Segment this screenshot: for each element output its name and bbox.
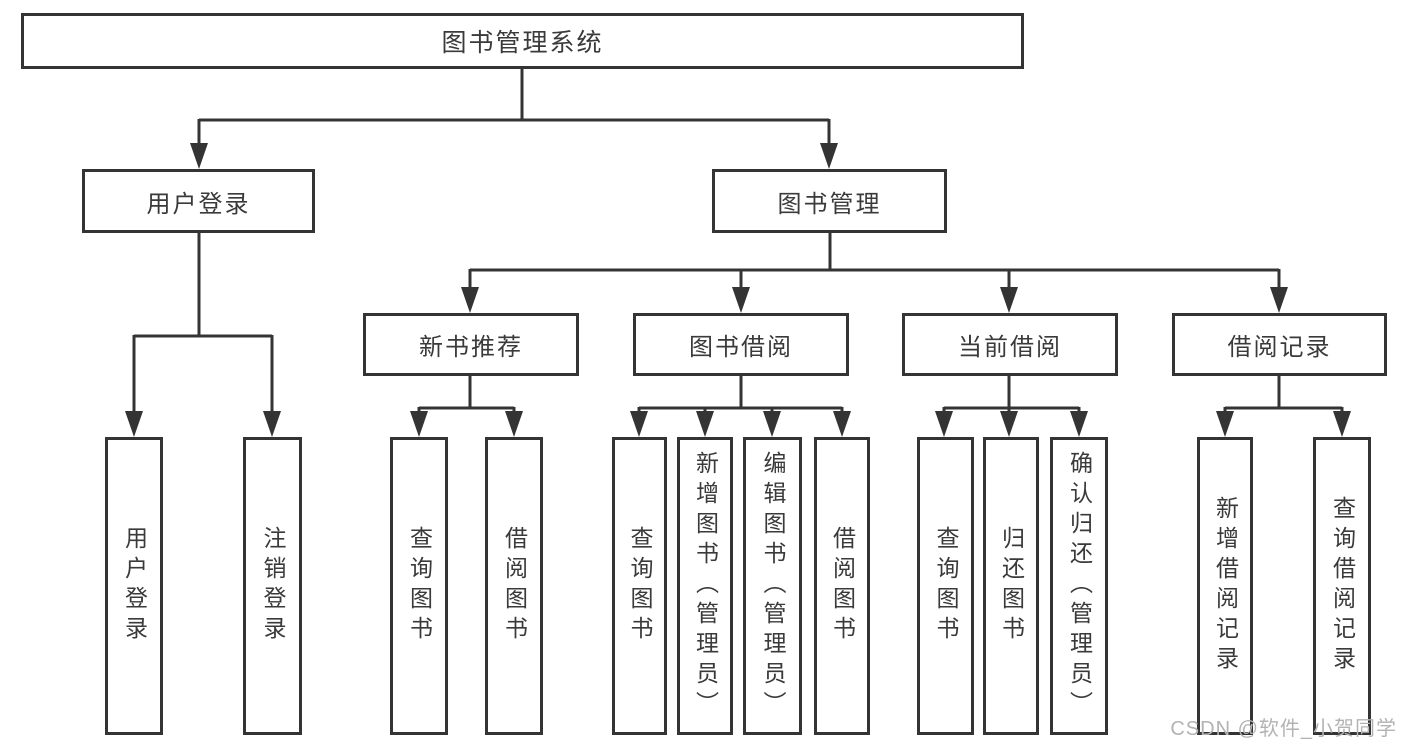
arrowheads xyxy=(125,143,1351,437)
node-label: 新增图书（管理员） xyxy=(692,451,719,721)
node-borrow-records: 借阅记录 xyxy=(1172,313,1387,376)
node-label: 当前借阅 xyxy=(958,334,1062,361)
leaf-edit-books-admin: 编辑图书（管理员） xyxy=(743,437,802,735)
leaf-add-books-admin: 新增图书（管理员） xyxy=(677,437,733,735)
node-library-management-system: 图书管理系统 xyxy=(21,13,1024,69)
node-label: 归还图书 xyxy=(998,526,1025,646)
node-label: 图书借阅 xyxy=(689,334,793,361)
node-label: 查询图书 xyxy=(933,526,959,646)
leaf-query-books-current: 查询图书 xyxy=(917,437,974,735)
node-label: 查询图书 xyxy=(627,526,653,646)
leaf-logout: 注销登录 xyxy=(243,437,302,735)
csdn-watermark: CSDN @软件_小贺同学 xyxy=(1170,718,1397,740)
node-label: 用户登录 xyxy=(146,190,251,218)
leaf-query-books-recommend: 查询图书 xyxy=(390,437,448,735)
node-label: 用户登录 xyxy=(121,526,148,646)
leaf-user-login: 用户登录 xyxy=(105,437,163,735)
node-label: 借阅图书 xyxy=(501,526,528,646)
connector-book-borrow xyxy=(637,374,844,412)
connector-root xyxy=(197,67,831,144)
node-label: 新增借阅记录 xyxy=(1212,496,1239,676)
leaf-add-borrow-record: 新增借阅记录 xyxy=(1197,437,1253,735)
node-book-borrow: 图书借阅 xyxy=(633,313,849,376)
node-label: 图书管理 xyxy=(777,190,882,218)
node-new-book-recommend: 新书推荐 xyxy=(363,313,579,376)
node-label: 确认归还（管理员） xyxy=(1066,451,1093,721)
node-label: 注销登录 xyxy=(260,526,286,646)
leaf-borrow-books-recommend: 借阅图书 xyxy=(485,437,543,735)
leaf-confirm-return-admin: 确认归还（管理员） xyxy=(1050,437,1108,735)
node-label: 查询借阅记录 xyxy=(1329,496,1356,676)
leaf-return-books: 归还图书 xyxy=(983,437,1039,735)
node-label: 借阅图书 xyxy=(829,526,856,646)
node-label: 编辑图书（管理员） xyxy=(760,451,786,721)
node-label: 图书管理系统 xyxy=(441,29,604,57)
node-user-login: 用户登录 xyxy=(82,169,315,233)
connector-new-book-recommend xyxy=(417,374,516,412)
connector-user-login xyxy=(132,230,274,412)
leaf-query-books-borrow: 查询图书 xyxy=(612,437,667,735)
leaf-query-borrow-record: 查询借阅记录 xyxy=(1313,437,1371,735)
node-label: 借阅记录 xyxy=(1227,334,1332,361)
connector-book-management xyxy=(468,230,1281,288)
node-label: 新书推荐 xyxy=(419,334,523,361)
connector-current-borrow xyxy=(942,374,1081,412)
node-label: 查询图书 xyxy=(406,526,433,646)
leaf-borrow-books: 借阅图书 xyxy=(814,437,870,735)
node-current-borrow: 当前借阅 xyxy=(902,313,1118,376)
node-book-management: 图书管理 xyxy=(712,169,947,233)
connector-borrow-records xyxy=(1223,374,1344,412)
